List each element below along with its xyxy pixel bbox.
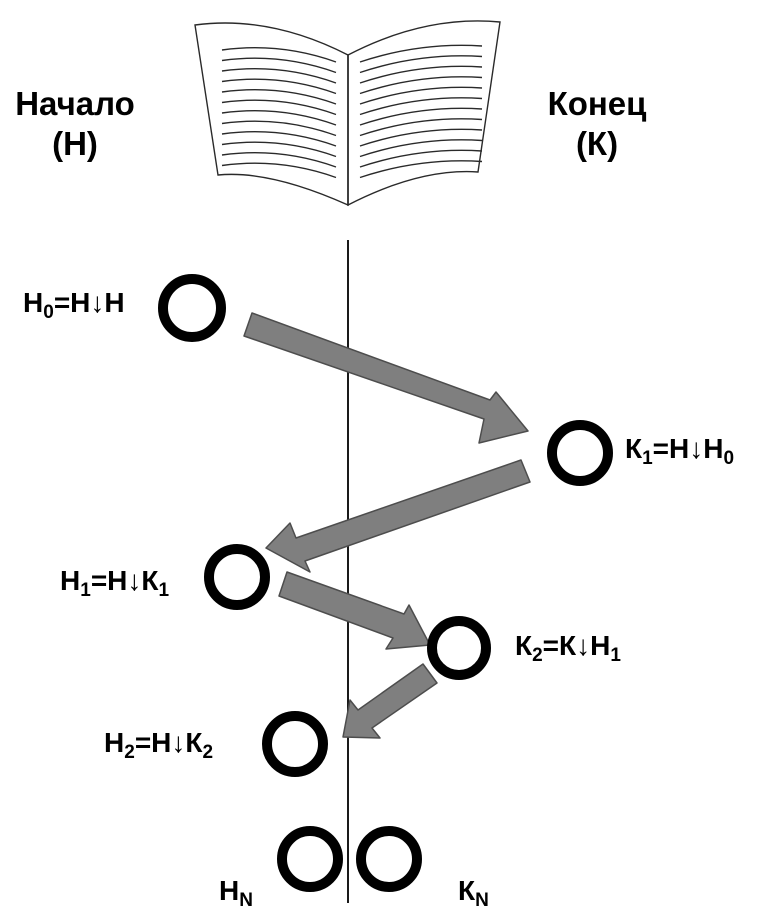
book-left-text-line — [221, 78, 337, 95]
book-right-text-line — [359, 44, 483, 63]
start-heading: Начало — [15, 85, 135, 122]
book-right-text-line — [359, 160, 483, 179]
formula-k2: К2=К↓Н1 — [515, 630, 621, 666]
formula-n1: Н1=Н↓К1 — [60, 565, 169, 601]
start-heading-abbrev: (Н) — [52, 125, 98, 162]
book-left-text-line — [221, 162, 337, 179]
open-book-icon — [194, 20, 501, 207]
node-k2 — [427, 616, 491, 680]
node-n-final — [277, 826, 343, 892]
book-left-text-line — [221, 99, 337, 116]
book-right-text-line — [359, 65, 483, 84]
node-n2 — [262, 711, 328, 777]
book-left-text-line — [221, 141, 337, 158]
node-n0 — [158, 274, 226, 342]
arrow-k1-to-n1 — [265, 459, 531, 573]
book-left-text-line — [221, 131, 337, 147]
node-k-final — [356, 826, 422, 892]
book-right-text-line — [359, 97, 483, 116]
book-right-text-line — [359, 76, 483, 95]
book-left-text-line — [221, 47, 337, 63]
book-right-text-line — [359, 118, 483, 137]
label-k-final: КN — [458, 875, 489, 909]
book-left-text-line — [221, 57, 337, 74]
formula-n2: Н2=Н↓К2 — [104, 727, 213, 763]
arrow-n1-to-k2 — [278, 571, 431, 650]
book-right-text-line — [359, 128, 483, 147]
node-n1 — [204, 544, 270, 610]
arrow-n0-to-k1 — [243, 312, 529, 444]
end-heading-abbrev: (К) — [576, 125, 618, 162]
end-heading: Конец — [548, 85, 647, 122]
arrow-k2-to-n2 — [342, 663, 438, 739]
book-left-text-line — [221, 152, 337, 168]
book-left-text-line — [221, 120, 337, 137]
book-left-text-line — [221, 68, 337, 84]
book-left-text-line — [221, 89, 337, 105]
book-right-text-line — [359, 86, 483, 105]
book-right-text-line — [359, 107, 483, 126]
book-left-text-line — [221, 110, 337, 126]
formula-n0: Н0=Н↓Н — [23, 287, 125, 323]
book-right-text-line — [359, 139, 483, 158]
book-right-text-line — [359, 55, 483, 74]
formula-k1: К1=Н↓Н0 — [625, 433, 734, 469]
label-n-final: НN — [219, 875, 253, 909]
book-right-text-line — [359, 149, 483, 168]
node-k1 — [547, 420, 613, 486]
